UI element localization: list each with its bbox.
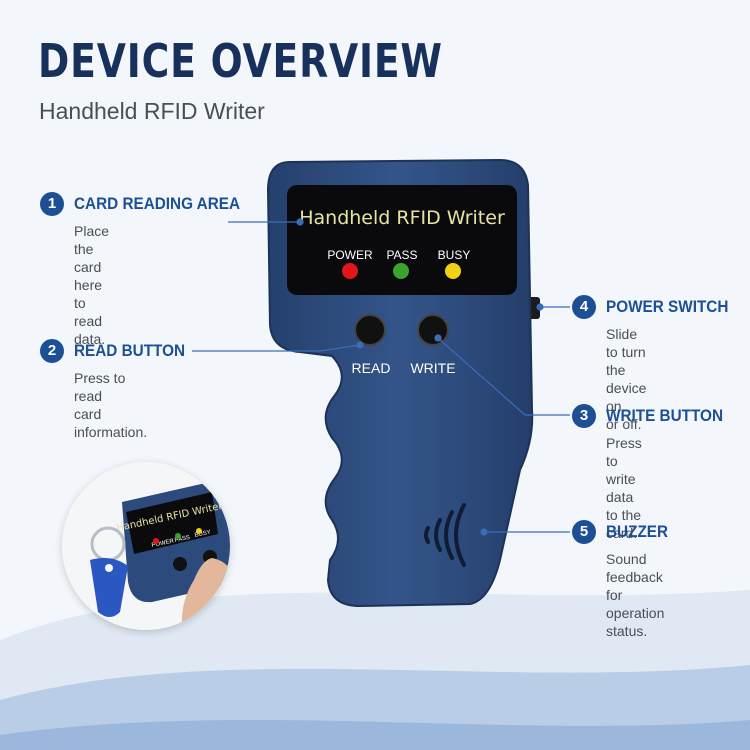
callout-description: Sound feedback for operation status.: [606, 551, 665, 639]
callout-number: 5: [572, 520, 596, 544]
callout-title: READ BUTTON: [74, 341, 186, 360]
pass-led: [393, 263, 409, 279]
callout-title: POWER SWITCH: [606, 297, 729, 316]
page-title: DEVICE OVERVIEW: [38, 34, 443, 88]
callout-number: 4: [572, 295, 596, 319]
callout-description: Slide to turn the device on or off.: [606, 326, 647, 432]
usage-inset-illustration: Handheld RFID Writer POWER PASS BUSY: [62, 462, 230, 630]
read-button-label: READ: [352, 360, 391, 376]
callout-number: 1: [40, 192, 64, 216]
callout-title: WRITE BUTTON: [606, 406, 724, 425]
device-screen-label: Handheld RFID Writer: [299, 207, 505, 229]
write-button-label: WRITE: [410, 360, 455, 376]
inset-indicator-busy: BUSY: [194, 530, 211, 539]
callout-title: CARD READING AREA: [74, 194, 241, 213]
callout-description: Place the card here to read data.: [74, 223, 110, 347]
callout-number: 3: [572, 404, 596, 428]
indicator-label-power: POWER: [327, 248, 373, 262]
buzzer-icon: [424, 503, 466, 567]
callout-description: Press to read card information.: [74, 370, 148, 440]
inset-indicator-power: POWER: [151, 538, 175, 549]
callout-description: Press to write data to the card.: [606, 435, 642, 541]
indicator-label-busy: BUSY: [438, 248, 471, 262]
callout-title: BUZZER: [606, 522, 669, 541]
usage-inset-photo: Handheld RFID Writer POWER PASS BUSY: [62, 462, 230, 630]
page-subtitle: Handheld RFID Writer: [39, 98, 265, 124]
read-button[interactable]: [354, 314, 386, 346]
inset-indicator-pass: PASS: [174, 535, 190, 544]
rfid-key-fob: [90, 558, 128, 617]
write-button[interactable]: [417, 314, 449, 346]
busy-led: [445, 263, 461, 279]
indicator-label-pass: PASS: [386, 248, 417, 262]
power-led: [342, 263, 358, 279]
callout-number: 2: [40, 339, 64, 363]
